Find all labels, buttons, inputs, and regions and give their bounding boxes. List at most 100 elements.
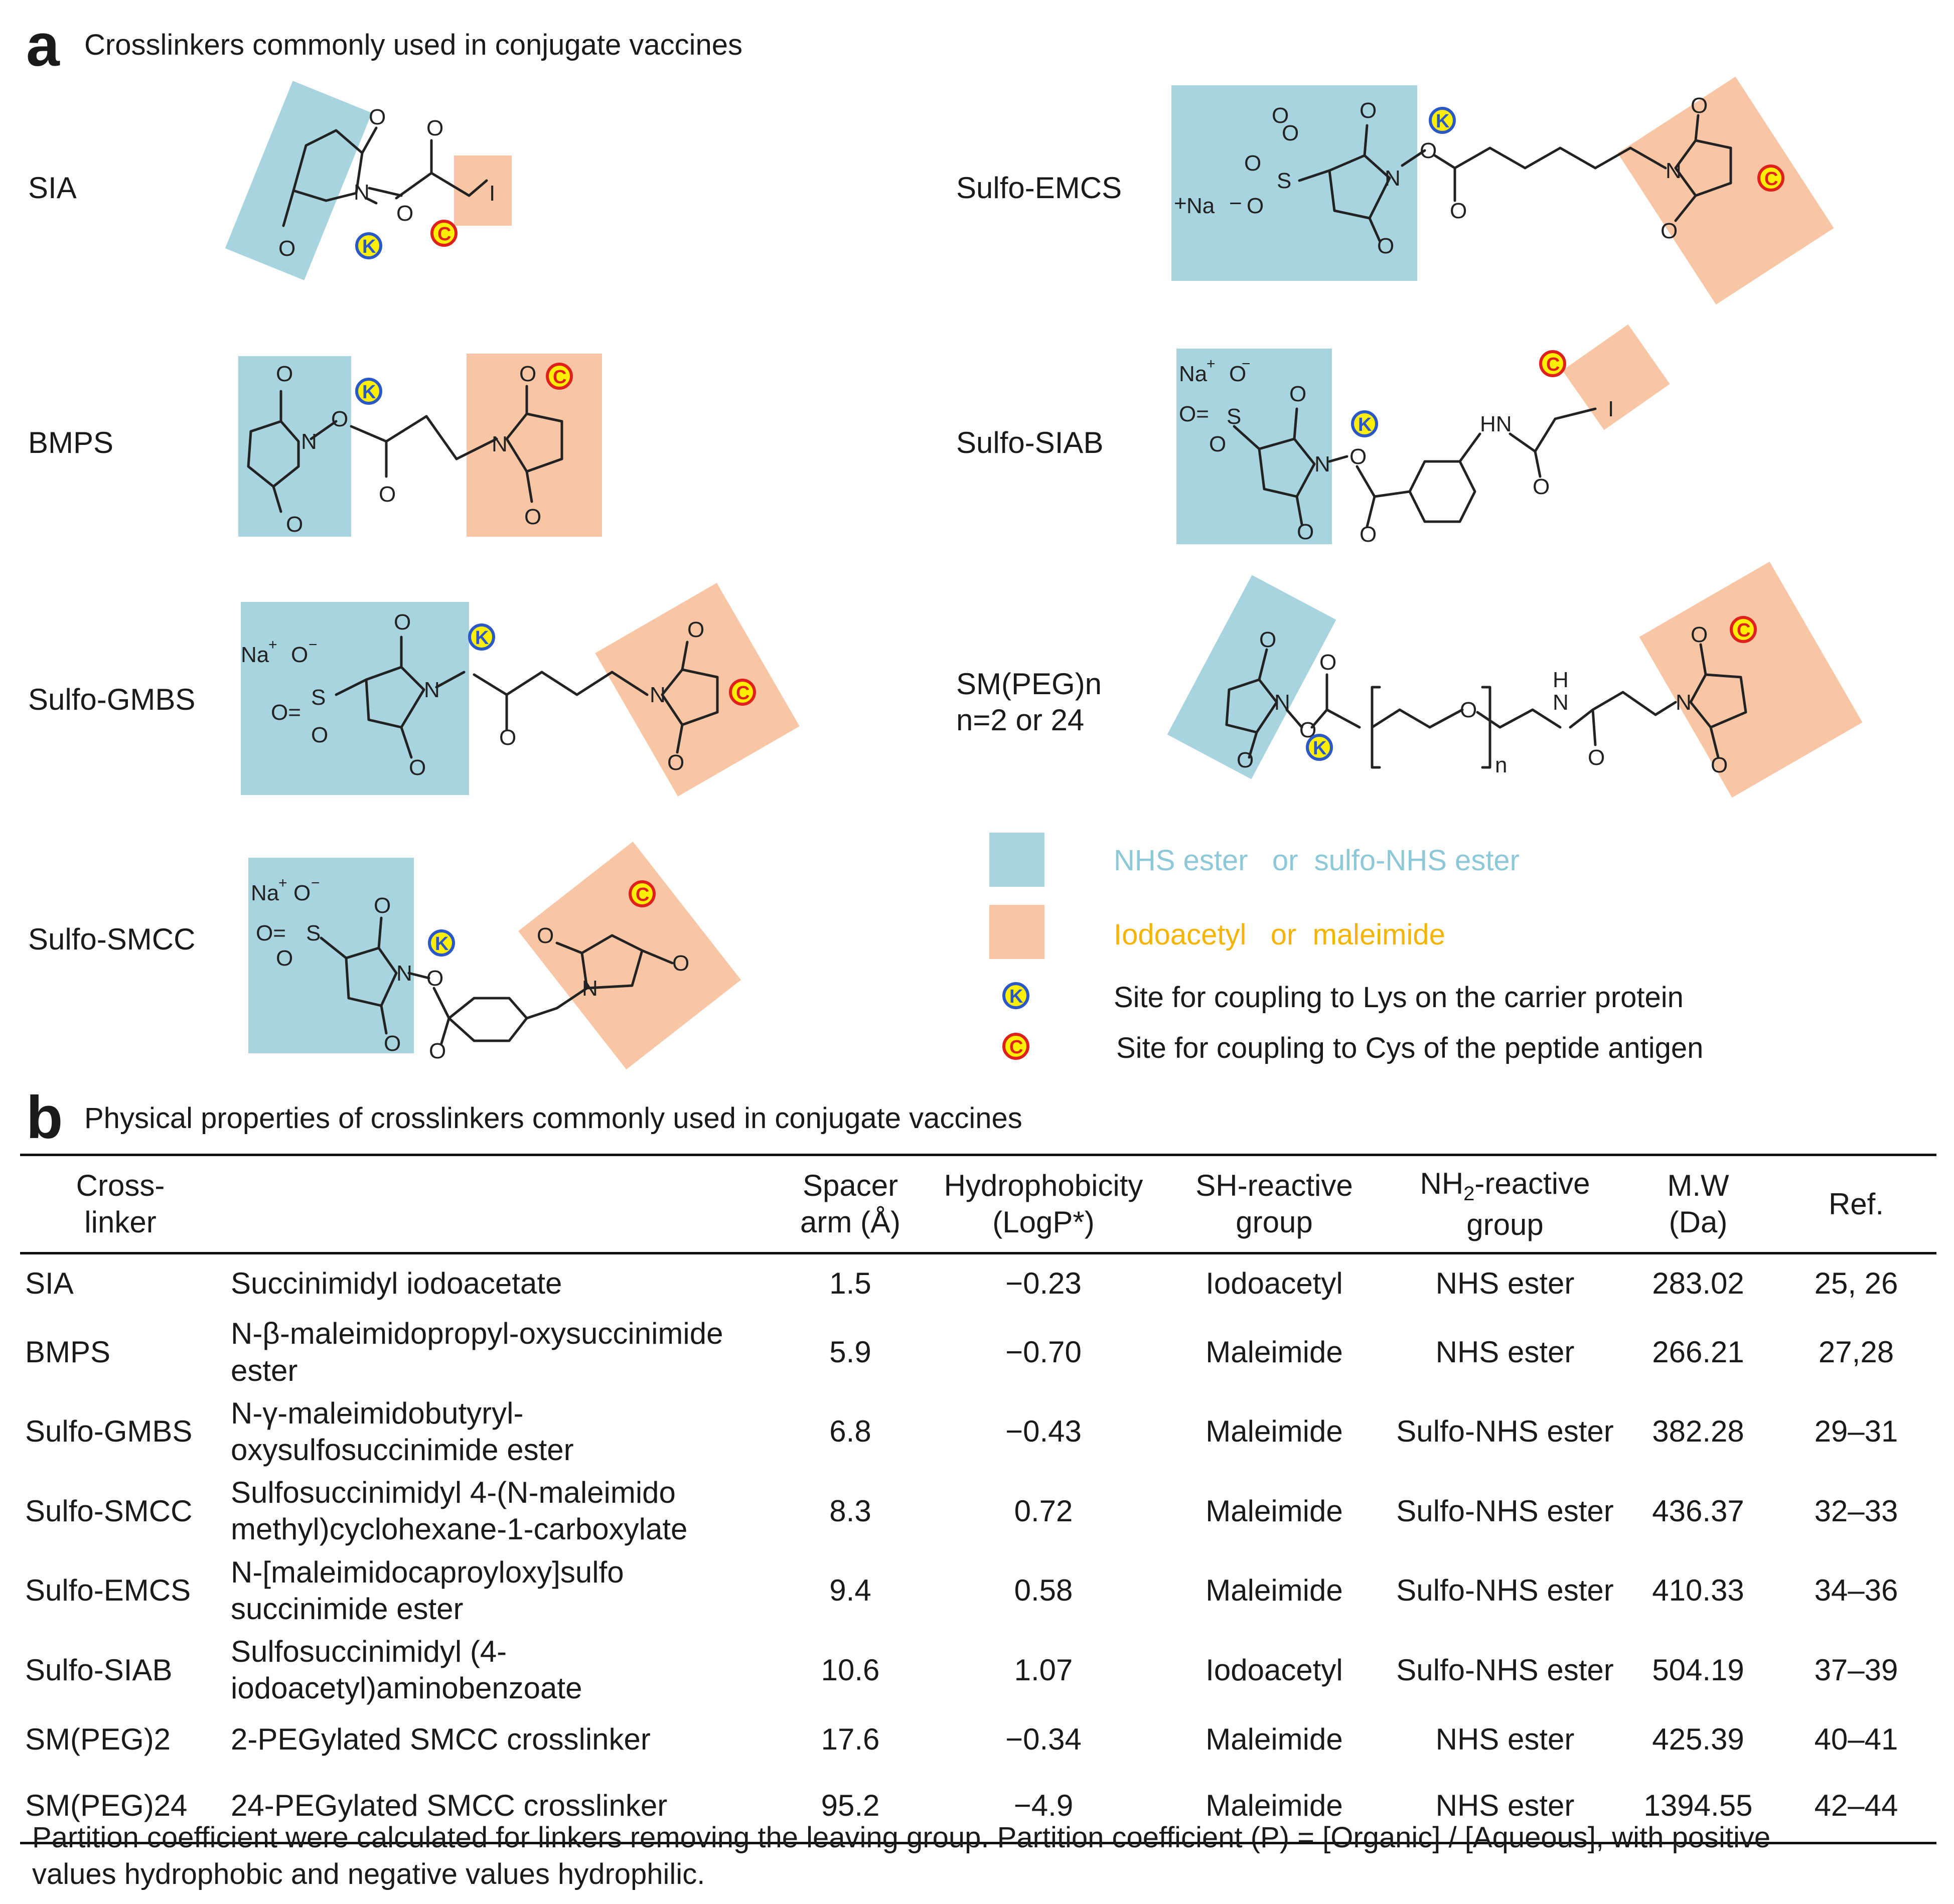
svg-text:C: C <box>636 884 649 905</box>
svg-text:O: O <box>1360 522 1377 547</box>
svg-text:N: N <box>1553 690 1569 715</box>
label-sulfo-siab: Sulfo-SIAB <box>956 426 1104 459</box>
svg-text:O=: O= <box>256 921 286 945</box>
svg-text:O: O <box>1272 103 1289 128</box>
cell-sh: Maleimide <box>1206 1722 1343 1756</box>
cell-full-name: Succinimidyl iodoacetate <box>231 1266 562 1301</box>
cell-sh: Maleimide <box>1206 1414 1343 1449</box>
legend-cys-icon: C <box>1002 1033 1029 1060</box>
cell-ref: 42–44 <box>1814 1788 1898 1822</box>
svg-text:O: O <box>396 201 413 226</box>
svg-text:O: O <box>429 1039 446 1063</box>
header-crosslinker: Cross-linker <box>76 1169 165 1239</box>
cell-sh: Maleimide <box>1206 1788 1343 1822</box>
svg-text:N: N <box>650 683 666 707</box>
svg-text:N: N <box>492 432 508 456</box>
lys-site-icon: K <box>1429 107 1456 134</box>
cell-spacer: 9.4 <box>829 1573 871 1608</box>
svg-text:I: I <box>1608 397 1614 421</box>
structure-sulfo-gmbs: Na+ O− S O= O N O O O N O O K C <box>241 583 800 797</box>
svg-text:N: N <box>1314 452 1330 477</box>
structure-sulfo-siab: Na+ O− S O= O N O O O O HN O I K C <box>1176 324 1670 547</box>
svg-text:O: O <box>519 362 536 386</box>
svg-text:C: C <box>736 683 749 704</box>
cys-site-icon: C <box>546 363 573 390</box>
svg-text:O: O <box>1588 745 1605 770</box>
sulfo-gmbs-bonds <box>335 636 719 759</box>
svg-text:O: O <box>1282 121 1299 145</box>
cell-full-name: 24-PEGylated SMCC crosslinker <box>231 1788 668 1822</box>
lys-site-icon: K <box>1306 734 1333 761</box>
svg-text:C: C <box>437 224 451 245</box>
panel-b-letter: b <box>26 1084 63 1151</box>
svg-text:O: O <box>1209 432 1226 456</box>
cell-mw: 425.39 <box>1652 1722 1744 1756</box>
cell-logp: 0.58 <box>1014 1573 1073 1608</box>
cell-sh: Maleimide <box>1206 1494 1343 1528</box>
header-blank <box>226 1155 773 1253</box>
svg-text:n: n <box>1495 753 1507 777</box>
svg-text:O: O <box>374 893 391 918</box>
cell-logp: −4.9 <box>1013 1788 1074 1822</box>
lys-site-icon: K <box>355 378 382 405</box>
structure-sulfo-emcs: +Na −O S O O O N O O O O N O O K C <box>1171 76 1834 305</box>
cell-full-name: N-[maleimidocaproyloxy]sulfo succinimide… <box>231 1555 624 1626</box>
legend-iodo-swatch <box>989 905 1044 959</box>
sm-peg-bonds <box>1225 643 1747 769</box>
svg-text:O: O <box>667 750 684 775</box>
svg-text:O: O <box>331 407 348 431</box>
table-row: Sulfo-SMCC Sulfosuccinimidyl 4-(N-maleim… <box>20 1471 1936 1550</box>
cell-name: SIA <box>25 1266 74 1301</box>
svg-text:N: N <box>1676 690 1692 715</box>
svg-text:N: N <box>1666 158 1682 183</box>
svg-text:Na: Na <box>1179 362 1208 386</box>
svg-text:N: N <box>301 429 317 454</box>
svg-text:O: O <box>1691 93 1708 118</box>
lys-site-icon: K <box>1351 410 1378 437</box>
cell-nh2: NHS ester <box>1435 1788 1575 1822</box>
svg-text:O: O <box>1533 474 1550 499</box>
svg-text:N: N <box>354 180 370 205</box>
svg-text:+: + <box>268 637 277 653</box>
svg-text:O: O <box>426 966 443 991</box>
table-row: Sulfo-GMBS N-γ-maleimidobutyryl-oxysulfo… <box>20 1392 1936 1471</box>
cell-ref: 27,28 <box>1818 1335 1894 1369</box>
structure-sm-peg: N O O O O O n H N O N O O K C <box>1167 561 1863 798</box>
svg-text:−: − <box>309 637 318 653</box>
cell-name: Sulfo-GMBS <box>25 1414 193 1449</box>
sulfo-nhs-highlight <box>241 602 469 795</box>
cell-mw: 1394.55 <box>1643 1788 1753 1822</box>
cell-mw: 436.37 <box>1652 1494 1744 1528</box>
svg-text:O: O <box>1691 622 1708 647</box>
svg-text:O: O <box>384 1031 401 1056</box>
cell-nh2: Sulfo-NHS ester <box>1396 1414 1614 1449</box>
iodoacetyl-highlight <box>1562 324 1670 430</box>
cell-full-name: Sulfosuccinimidyl 4-(N-maleimido methyl)… <box>231 1476 688 1546</box>
svg-text:H: H <box>1553 668 1569 692</box>
maleimide-highlight <box>518 841 741 1070</box>
svg-text:C: C <box>1764 169 1778 190</box>
svg-text:K: K <box>362 382 376 403</box>
svg-text:O: O <box>672 951 689 976</box>
cell-logp: −0.23 <box>1005 1266 1082 1301</box>
label-bmps: BMPS <box>28 426 114 459</box>
table-row: SIA Succinimidyl iodoacetate 1.5 −0.23 I… <box>20 1253 1936 1312</box>
legend-lys-label: Site for coupling to Lys on the carrier … <box>1114 981 1684 1014</box>
cell-mw: 504.19 <box>1652 1653 1744 1687</box>
cell-name: BMPS <box>25 1335 111 1369</box>
table-row: SM(PEG)2 2-PEGylated SMCC crosslinker 17… <box>20 1709 1936 1769</box>
svg-text:O: O <box>426 116 443 140</box>
cys-site-icon: C <box>1730 616 1757 643</box>
cell-logp: −0.34 <box>1005 1722 1082 1756</box>
svg-text:K: K <box>1358 414 1372 435</box>
table-row: SM(PEG)24 24-PEGylated SMCC crosslinker … <box>20 1769 1936 1843</box>
sulfo-siab-bonds <box>1233 407 1597 528</box>
cell-ref: 29–31 <box>1814 1414 1898 1449</box>
panel-a-letter: a <box>26 12 60 79</box>
svg-text:O: O <box>394 610 411 634</box>
cell-sh: Iodoacetyl <box>1206 1653 1343 1687</box>
header-hydrophobicity: Hydrophobicity(LogP*) <box>944 1169 1143 1239</box>
svg-text:−: − <box>1242 356 1251 372</box>
header-mw: M.W(Da) <box>1667 1169 1729 1239</box>
